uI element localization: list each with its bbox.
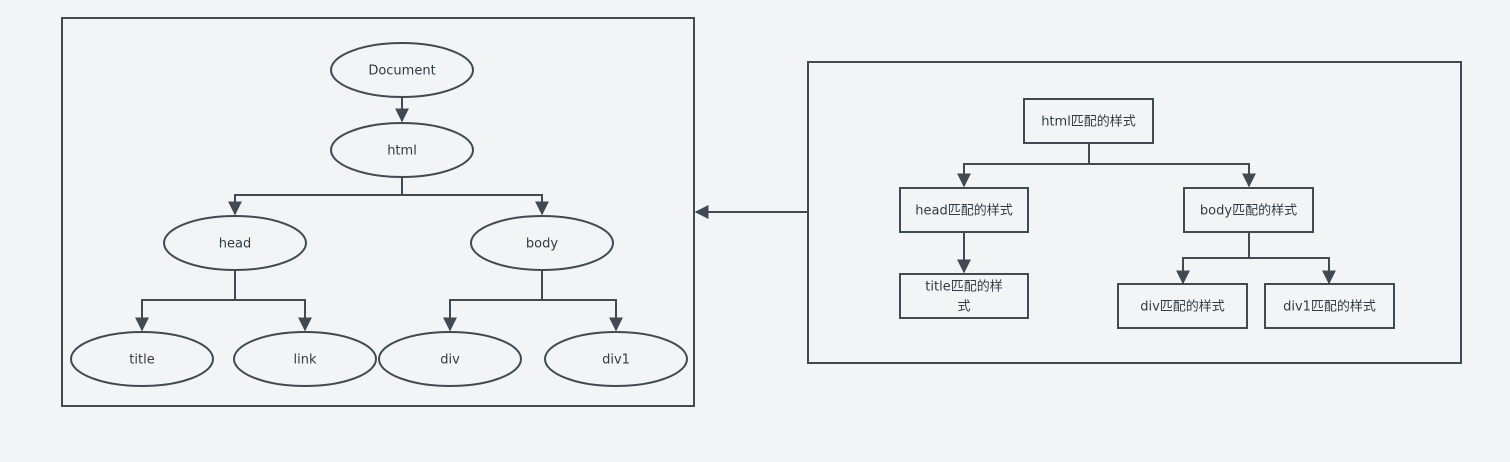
dom-node-body-label: body [526,237,558,252]
dom-node-div: div [378,331,522,387]
edge-body-div [443,270,543,332]
style-node-div: div匹配的样式 [1117,283,1248,329]
style-node-title-label-line1: title匹配的样 [925,279,1002,295]
edge-style-body-div [1176,232,1250,285]
edge-style-html-body [1089,163,1256,188]
style-node-html: html匹配的样式 [1023,98,1154,144]
edge-head-link [235,299,312,332]
style-node-html-label: html匹配的样式 [1041,114,1136,130]
style-node-title: title匹配的样 式 [899,273,1029,319]
edge-html-head [228,176,403,216]
edge-style-body-div1 [1249,257,1336,285]
style-node-head: head匹配的样式 [899,187,1029,233]
dom-tree-panel [61,17,695,407]
dom-node-body: body [470,215,614,271]
dom-node-document: Document [330,42,474,98]
style-node-head-label: head匹配的样式 [915,203,1012,219]
edge-html-body [402,194,549,216]
style-tree-panel [807,61,1462,364]
edge-head-title [135,270,236,332]
dom-node-div1-label: div1 [602,353,630,368]
dom-node-document-label: Document [368,64,435,79]
style-node-div1-label: div1匹配的样式 [1283,299,1376,315]
edge-body-div1 [542,299,623,332]
dom-node-html: html [330,122,474,178]
dom-node-link: link [233,331,377,387]
dom-node-head-label: head [219,237,251,252]
edge-style-html-head [957,143,1090,188]
dom-node-head: head [163,215,307,271]
style-node-div-label: div匹配的样式 [1140,299,1225,315]
style-node-title-label-line2: 式 [957,300,970,315]
style-node-body-label: body匹配的样式 [1200,203,1297,219]
dom-tree-edges [135,97,623,332]
dom-node-title-label: title [129,353,154,368]
dom-node-html-label: html [387,144,417,159]
dom-node-link-label: link [294,353,317,368]
dom-node-div-label: div [440,353,460,368]
dom-node-div1: div1 [544,331,688,387]
style-node-div1: div1匹配的样式 [1264,283,1395,329]
style-node-body: body匹配的样式 [1183,187,1314,233]
style-tree-edges [957,143,1336,285]
dom-node-title: title [70,331,214,387]
